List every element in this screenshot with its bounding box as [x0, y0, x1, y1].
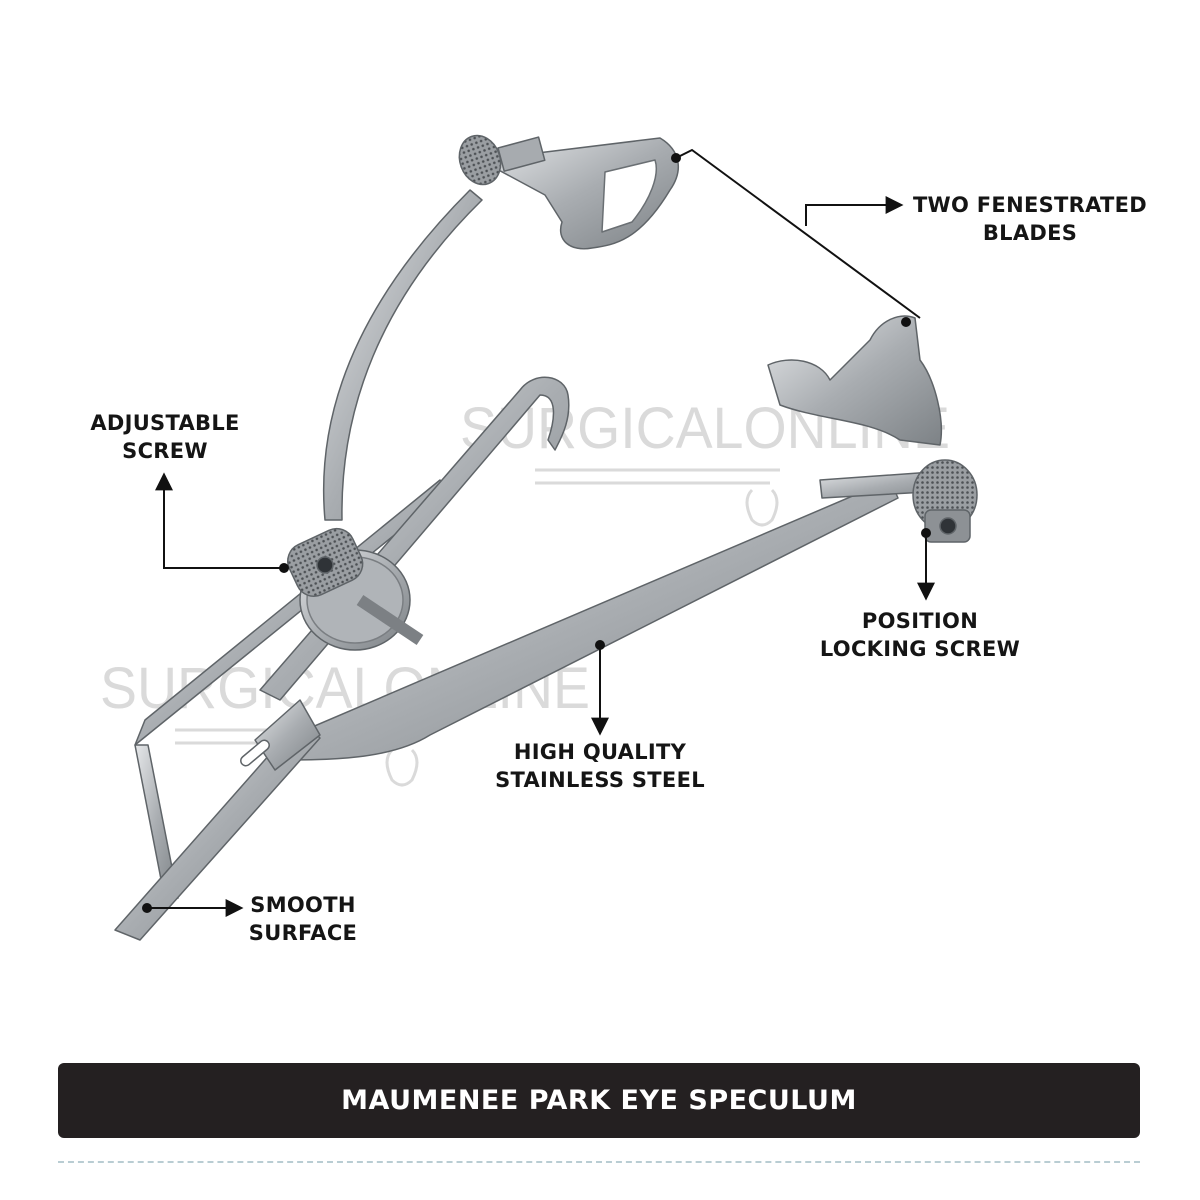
- callout-line: SCREW: [122, 439, 208, 463]
- callout-line: STAINLESS STEEL: [495, 768, 705, 792]
- callout-dots: [142, 153, 931, 913]
- callout-smooth-surface: SMOOTH SURFACE: [228, 891, 378, 947]
- smooth-dot: [142, 903, 152, 913]
- title-banner: MAUMENEE PARK EYE SPECULUM: [58, 1063, 1140, 1138]
- callout-line: POSITION: [861, 609, 979, 633]
- callout-line: HIGH QUALITY: [513, 740, 687, 764]
- product-title: MAUMENEE PARK EYE SPECULUM: [341, 1085, 857, 1116]
- callout-adjustable-screw: ADJUSTABLE SCREW: [70, 409, 260, 465]
- adjust-dot: [279, 563, 289, 573]
- callout-lines: [147, 148, 935, 917]
- steel-dot: [595, 640, 605, 650]
- callout-line: LOCKING SCREW: [819, 637, 1021, 661]
- callout-line: BLADES: [982, 221, 1078, 245]
- speculum-instrument: [114, 134, 978, 941]
- locking-dot: [921, 528, 931, 538]
- adjust-leader: [155, 472, 284, 569]
- callout-two-fenestrated-blades: TWO FENESTRATED BLADES: [900, 191, 1160, 247]
- callout-stainless-steel: HIGH QUALITY STAINLESS STEEL: [470, 738, 730, 794]
- blades-dot-lower: [901, 317, 911, 327]
- callout-line: SMOOTH: [250, 893, 356, 917]
- callout-line: SURFACE: [248, 921, 358, 945]
- callout-position-locking-screw: POSITION LOCKING SCREW: [800, 607, 1040, 663]
- callout-line: TWO FENESTRATED: [912, 193, 1148, 217]
- dashed-divider: [58, 1161, 1140, 1163]
- blades-leader-branch: [805, 196, 904, 226]
- blades-leader: [675, 148, 921, 319]
- callout-line: ADJUSTABLE: [90, 411, 240, 435]
- blades-dot-upper: [671, 153, 681, 163]
